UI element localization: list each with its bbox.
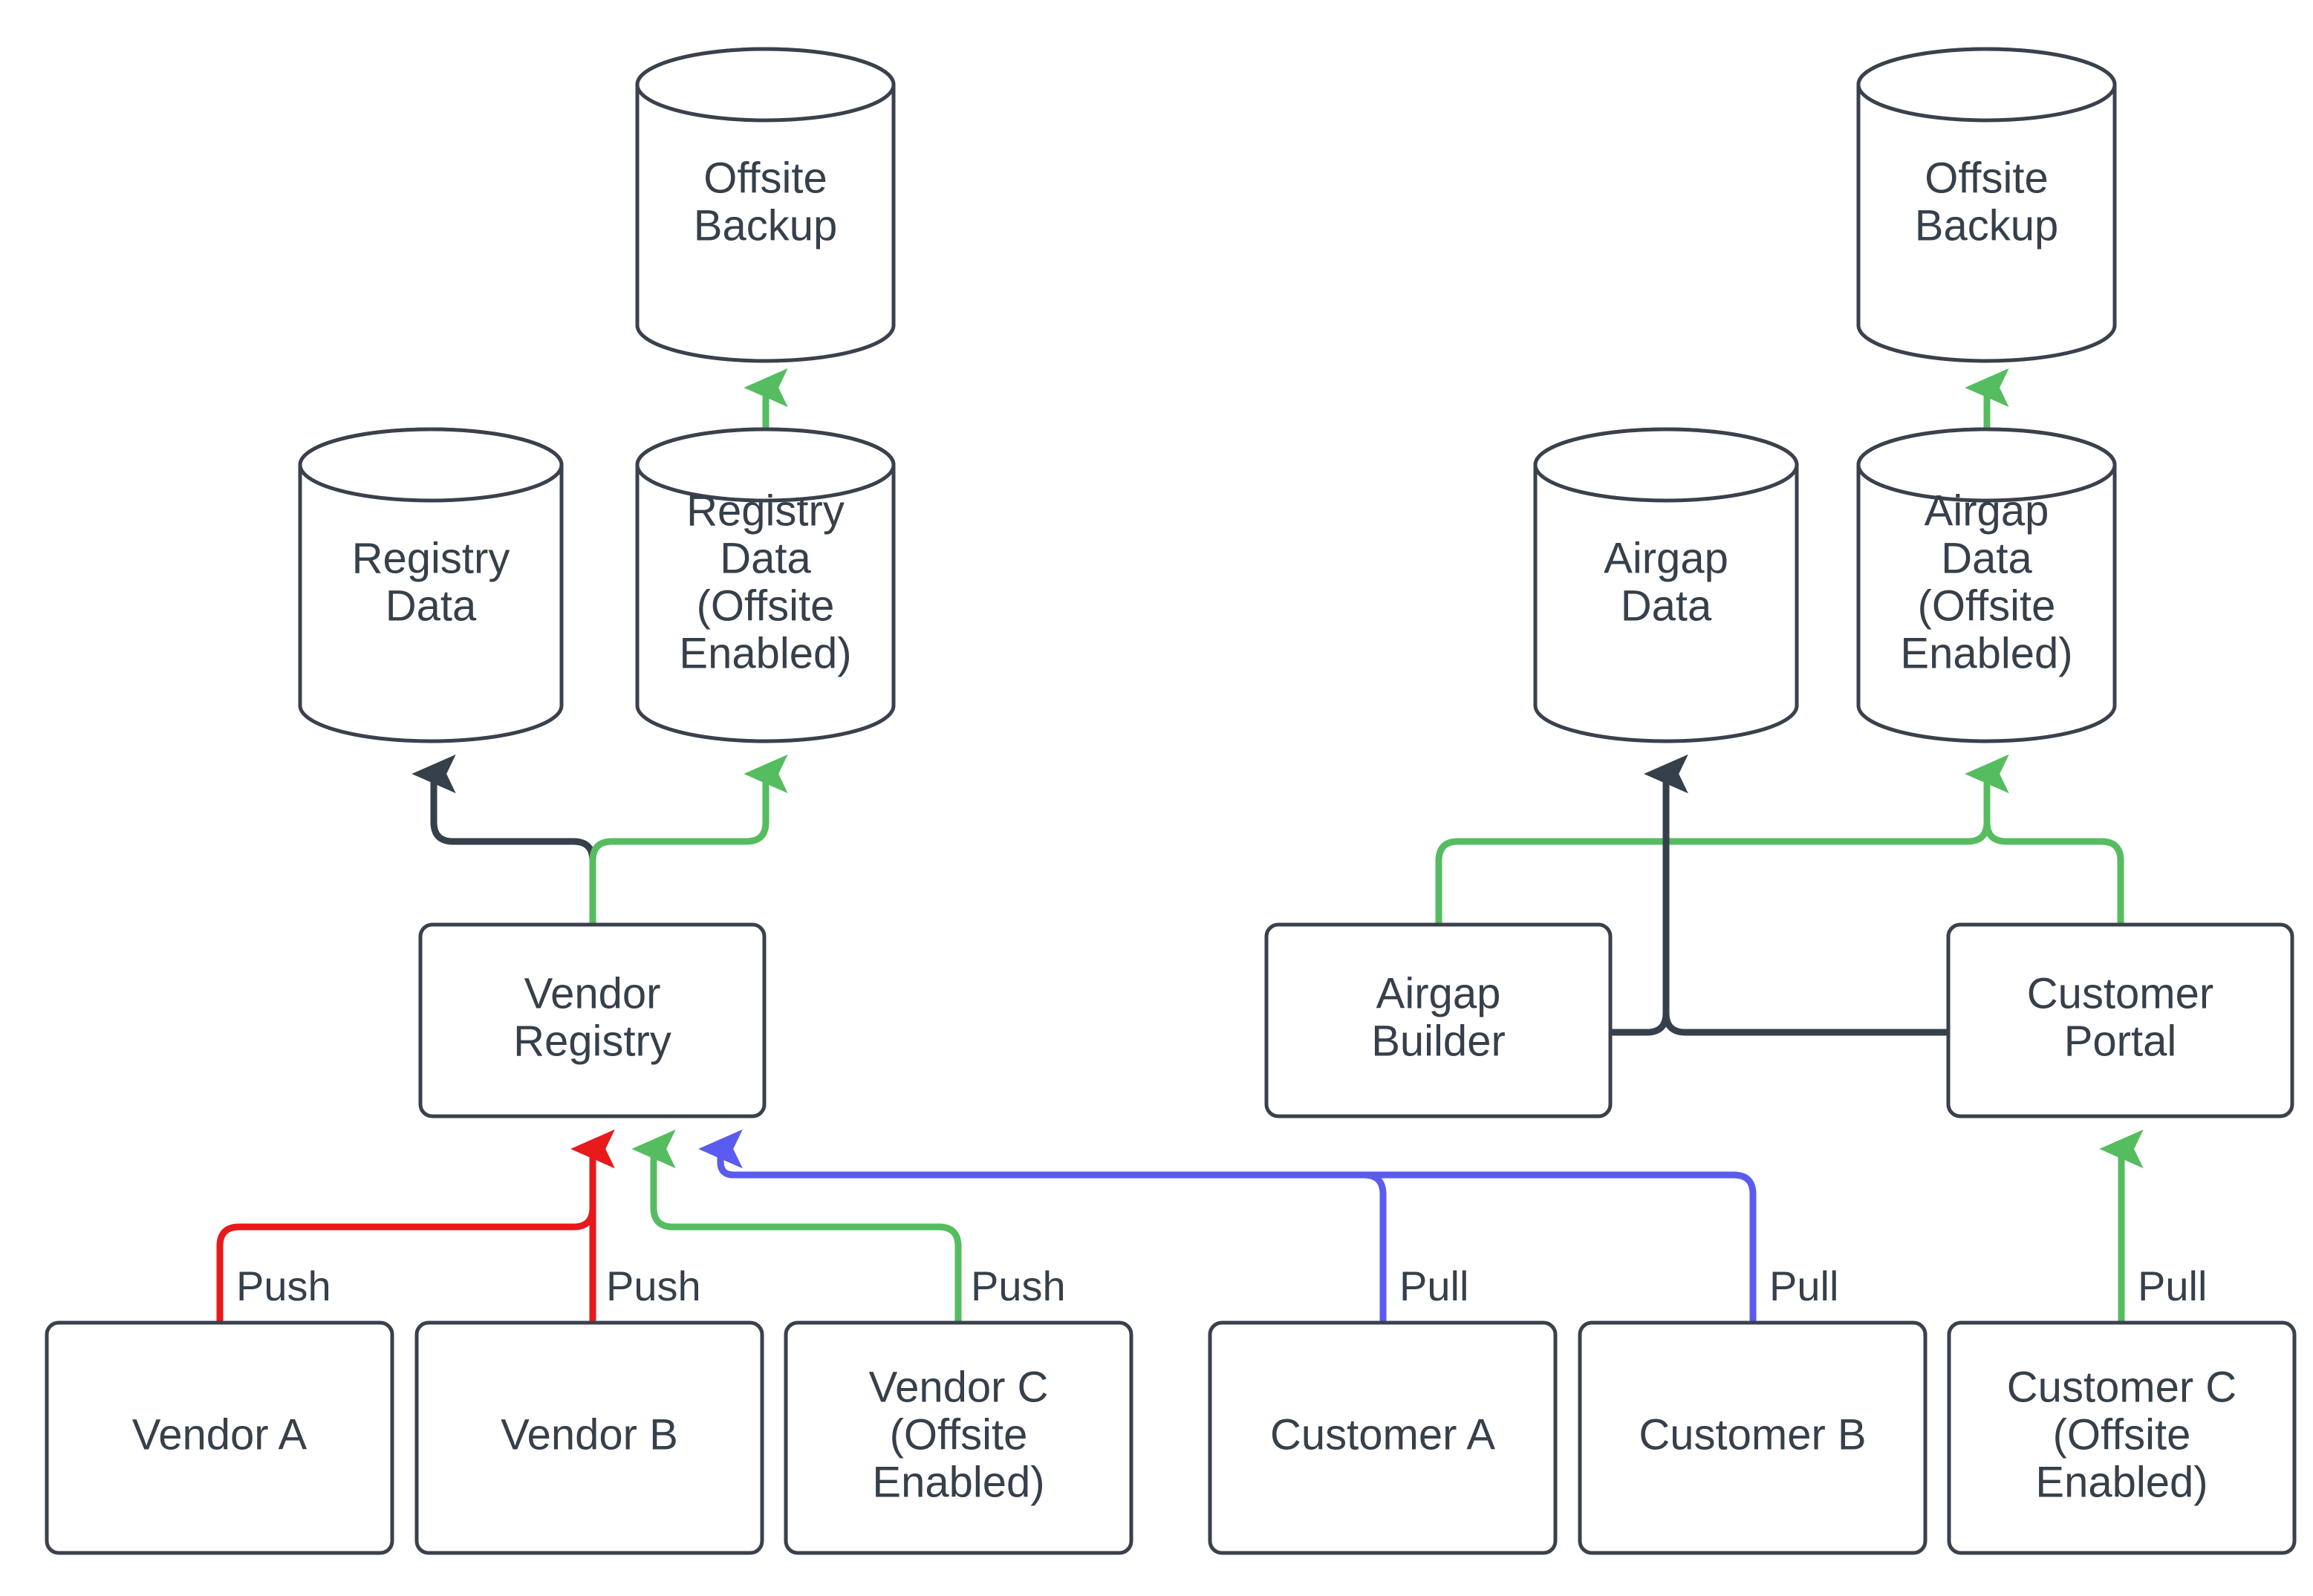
node-label-line: Enabled) xyxy=(872,1458,1044,1506)
box-shape xyxy=(418,922,767,1118)
node-label-line: Customer C xyxy=(2007,1363,2236,1411)
edge-label-customer-a-pull: Pull xyxy=(1399,1263,1468,1309)
nodes-layer: OffsiteBackupRegistryDataRegistryData(Of… xyxy=(45,47,2297,1555)
cylinder-top xyxy=(298,427,564,503)
edge-labels-layer: Push Push Push Pull Pull Pull xyxy=(236,1263,2207,1309)
edge-label-customer-b-pull: Pull xyxy=(1769,1263,1838,1309)
box-shape xyxy=(414,1320,764,1555)
node-label-line: Registry xyxy=(352,534,510,582)
node-label-line: Vendor A xyxy=(132,1410,308,1459)
box-shape xyxy=(1947,1320,2297,1555)
box-shape xyxy=(1578,1320,1928,1555)
edges-layer xyxy=(216,368,2144,1323)
edge-customer-portal-to-airgap-data-link xyxy=(1644,754,1948,1036)
node-label-line: Data xyxy=(1941,534,2032,582)
node-label-line: (Offsite xyxy=(2053,1410,2191,1459)
edge-customer-portal-to-airgap-data-offsite xyxy=(1965,754,2124,925)
edge-vendor-c-push xyxy=(631,1129,962,1323)
node-label-line: (Offsite xyxy=(890,1410,1028,1459)
node-label-line: Registry xyxy=(686,486,845,535)
box-shape xyxy=(1264,922,1613,1118)
node-label-line: Builder xyxy=(1371,1017,1506,1065)
cylinder-top xyxy=(635,427,896,503)
box-shape xyxy=(1208,1320,1558,1555)
node-label-line: Offsite xyxy=(703,154,827,202)
node-label-line: Customer xyxy=(2027,969,2213,1017)
edge-airgap-builder-customer-portal-to-airgap-data xyxy=(1610,754,1688,1036)
node-label-line: Vendor C xyxy=(869,1363,1049,1411)
node-label-line: Offsite xyxy=(1925,154,2049,202)
node-label-line: Vendor xyxy=(524,969,661,1017)
node-label-line: Airgap xyxy=(1604,534,1728,582)
node-label-line: Data xyxy=(1621,582,1712,630)
node-label-line: (Offsite xyxy=(697,582,835,630)
node-label-line: Airgap xyxy=(1376,969,1501,1017)
node-vendor-b[interactable]: Vendor B xyxy=(414,1320,764,1555)
node-label-line: Enabled) xyxy=(2035,1458,2208,1506)
edge-vendor-registry-to-registry-data-offsite xyxy=(589,754,788,925)
edge-label-customer-c-pull: Pull xyxy=(2138,1263,2207,1309)
node-label-line: Backup xyxy=(1915,201,2058,250)
edge-label-vendor-a-push: Push xyxy=(236,1263,331,1309)
node-label-line: Data xyxy=(386,582,477,630)
edge-airgap-builder-to-airgap-data-offsite xyxy=(1435,754,2009,925)
node-label-line: Vendor B xyxy=(501,1410,678,1459)
node-label-line: Data xyxy=(720,534,811,582)
node-vendor-a[interactable]: Vendor A xyxy=(45,1320,394,1555)
node-customer-a[interactable]: Customer A xyxy=(1208,1320,1558,1555)
node-label-line: Backup xyxy=(694,201,837,250)
edge-vendor-registry-to-registry-data xyxy=(411,754,596,925)
cylinder-top xyxy=(635,47,896,123)
node-label-line: Customer A xyxy=(1270,1410,1495,1459)
node-label-line: Portal xyxy=(2064,1017,2177,1065)
box-shape xyxy=(784,1320,1133,1555)
edge-label-vendor-b-push: Push xyxy=(606,1263,701,1309)
node-customer-b[interactable]: Customer B xyxy=(1578,1320,1928,1555)
node-label-line: (Offsite xyxy=(1918,582,2056,630)
node-label-line: Registry xyxy=(513,1017,671,1065)
node-label-line: Enabled) xyxy=(1900,629,2072,677)
cylinder-top xyxy=(1856,47,2117,123)
node-label-line: Airgap xyxy=(1925,486,2049,535)
box-shape xyxy=(1946,922,2294,1118)
edge-customer-b-pull xyxy=(698,1129,1757,1323)
cylinder-top xyxy=(1856,427,2117,503)
node-label-line: Enabled) xyxy=(679,629,851,677)
edge-label-vendor-c-push: Push xyxy=(971,1263,1066,1309)
cylinder-top xyxy=(1533,427,1799,503)
node-label-line: Customer B xyxy=(1639,1410,1866,1459)
box-shape xyxy=(45,1320,394,1555)
